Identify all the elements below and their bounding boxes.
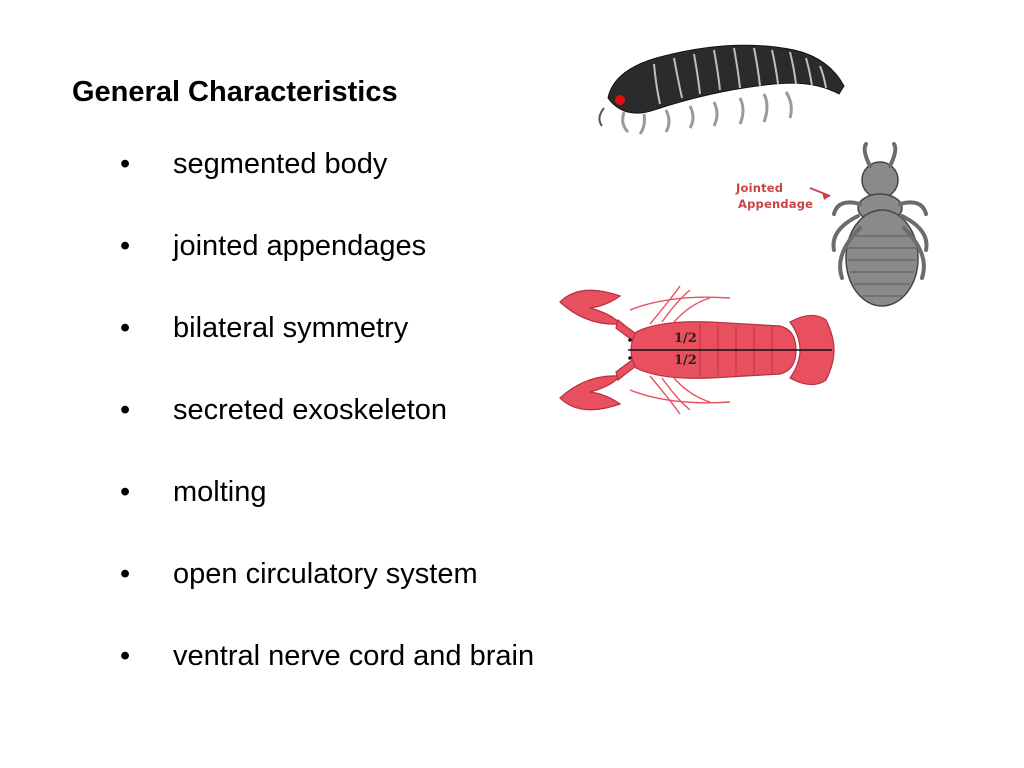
isopod-illustration-icon bbox=[598, 44, 845, 135]
bullet-marker: • bbox=[120, 394, 131, 426]
bullet-text: open circulatory system bbox=[173, 558, 478, 590]
callout-line-2: Appendage bbox=[738, 197, 813, 211]
louse-illustration-icon: Jointed Appendage bbox=[735, 142, 929, 307]
callout-line-1: Jointed bbox=[735, 181, 783, 195]
bullet-text: secreted exoskeleton bbox=[173, 394, 448, 426]
bullet-text: ventral nerve cord and brain bbox=[173, 640, 535, 672]
lobster-illustration-icon: 1/2 1/2 bbox=[559, 285, 835, 415]
bullet-marker: • bbox=[120, 312, 131, 344]
bullet-marker: • bbox=[120, 148, 131, 180]
bullet-marker: • bbox=[120, 476, 131, 508]
slide-title: General Characteristics bbox=[72, 76, 398, 108]
bullet-text: molting bbox=[173, 476, 267, 508]
half-label-bottom: 1/2 bbox=[674, 353, 697, 368]
bullet-marker: • bbox=[120, 558, 131, 590]
bullet-text: jointed appendages bbox=[173, 230, 427, 262]
half-label-top: 1/2 bbox=[674, 331, 697, 346]
bullet-text: segmented body bbox=[173, 148, 388, 180]
bullet-marker: • bbox=[120, 640, 131, 672]
bullet-marker: • bbox=[120, 230, 131, 262]
bullet-text: bilateral symmetry bbox=[173, 312, 409, 344]
isopod-eye bbox=[615, 95, 625, 105]
